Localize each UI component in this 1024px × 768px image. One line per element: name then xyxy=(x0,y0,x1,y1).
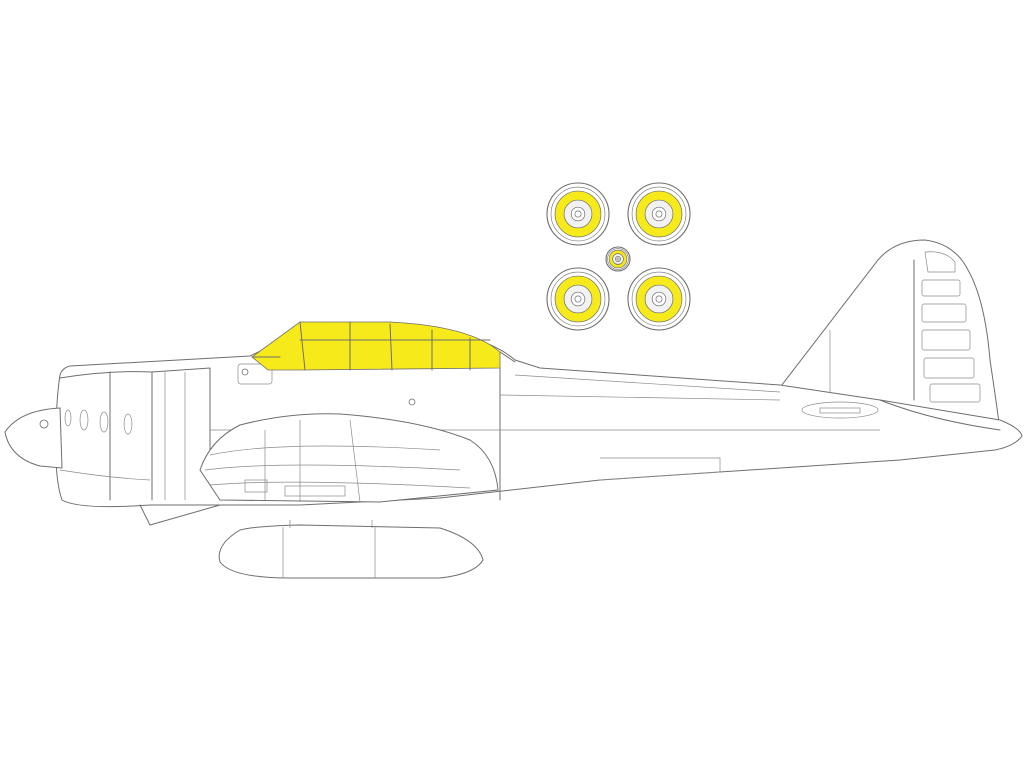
main-wheel-mask xyxy=(627,182,691,246)
wing-root xyxy=(139,413,499,526)
vertical-stabilizer xyxy=(777,239,1001,431)
main-wheel-mask xyxy=(627,267,691,331)
drop-tank xyxy=(218,520,484,579)
main-wheel-mask xyxy=(546,182,610,246)
tail-wheel-mask xyxy=(605,246,631,272)
main-wheel-mask xyxy=(546,267,610,331)
wheel-masks xyxy=(546,182,691,331)
canopy-mask xyxy=(251,321,516,371)
